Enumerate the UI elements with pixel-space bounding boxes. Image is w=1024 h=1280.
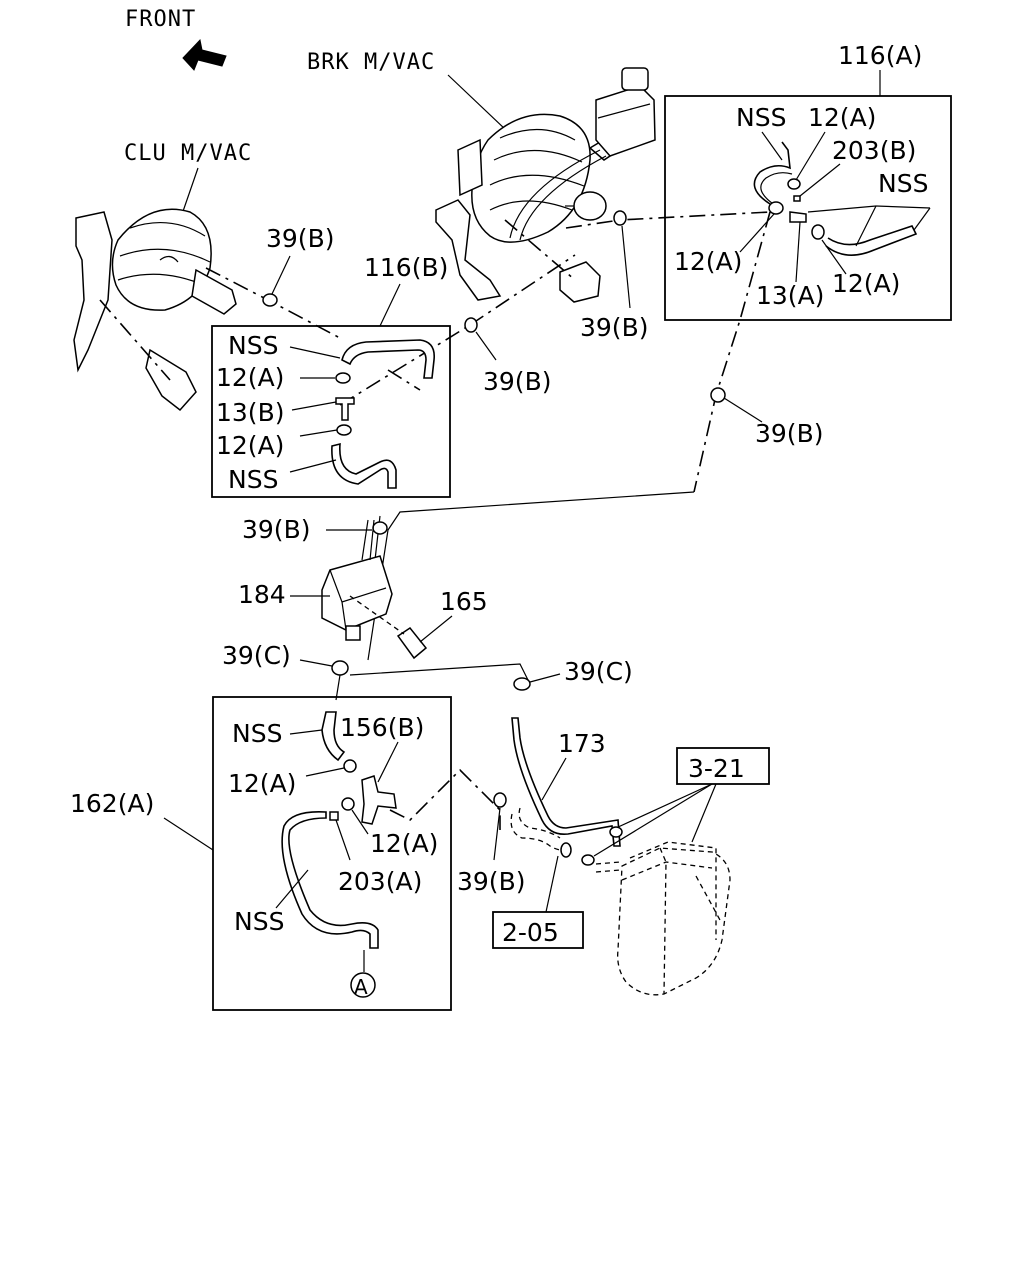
label-39b-right: 39(B) xyxy=(755,419,823,448)
label-173: 173 xyxy=(558,729,606,758)
label-203b: 203(B) xyxy=(832,136,916,165)
part-184: 184 xyxy=(238,519,393,641)
clip-39b-lower: 39(B) xyxy=(242,515,388,544)
pipe-173: 173 xyxy=(511,717,621,847)
label-nss-162a-1: NSS xyxy=(232,719,282,748)
clu-mvac-label: CLU M/VAC xyxy=(124,141,252,166)
label-203a: 203(A) xyxy=(338,867,422,896)
clip-39b-right: 39(B) xyxy=(710,387,823,448)
ref-3-21-box xyxy=(676,747,770,785)
group-116b: 116(B) NSS 12(A) 13(B) 12(A) NSS xyxy=(211,253,451,498)
label-12a-116b-2: 12(A) xyxy=(216,431,284,460)
vacuum-line-116b-to-booster xyxy=(339,324,471,406)
circle-a-icon xyxy=(350,972,376,998)
vacuum-line-brake-to-116b xyxy=(469,254,576,326)
label-156b: 156(B) xyxy=(340,713,424,742)
label-nss-116a-2: NSS xyxy=(878,169,928,198)
ref-2-05: 2-05 xyxy=(492,807,584,949)
ref-2-05-box xyxy=(492,911,584,949)
label-12a-116b-1: 12(A) xyxy=(216,363,284,392)
vacuum-pipe-39c xyxy=(349,663,529,681)
label-39b-bottom: 39(B) xyxy=(457,867,525,896)
group-116a-box xyxy=(664,95,952,321)
label-39b-brake: 39(B) xyxy=(580,313,648,342)
label-nss-162a-2: NSS xyxy=(234,907,284,936)
vacuum-line-162a-to-205 xyxy=(389,768,501,830)
label-116b: 116(B) xyxy=(364,253,448,282)
label-12a-116a-1: 12(A) xyxy=(808,103,876,132)
group-162a: 162(A) NSS 156(B) 12(A) 12(A) 203(A) NSS… xyxy=(70,696,452,1011)
vacuum-pipe-to-184 xyxy=(367,491,695,661)
label-nss-116a-1: NSS xyxy=(736,103,786,132)
front-arrow-icon xyxy=(182,38,227,71)
part-165: 165 xyxy=(349,587,488,660)
brake-master-vacuum-booster: BRK M/VAC xyxy=(307,50,656,303)
label-165: 165 xyxy=(440,587,488,616)
label-39b-center: 39(B) xyxy=(483,367,551,396)
label-13a: 13(A) xyxy=(756,281,824,310)
label-13b: 13(B) xyxy=(216,398,284,427)
front-label: FRONT xyxy=(125,7,196,32)
label-39c-right: 39(C) xyxy=(564,657,633,686)
label-39b-clutch: 39(B) xyxy=(266,224,334,253)
clutch-master-vacuum-booster: CLU M/VAC xyxy=(73,141,252,412)
clip-39c-right: 39(C) xyxy=(513,657,633,691)
label-nss-116b-1: NSS xyxy=(228,331,278,360)
label-12a-116a-2: 12(A) xyxy=(674,247,742,276)
label-184: 184 xyxy=(238,580,286,609)
label-nss-116b-2: NSS xyxy=(228,465,278,494)
label-116a: 116(A) xyxy=(838,41,922,70)
label-12a-162a-1: 12(A) xyxy=(228,769,296,798)
clip-39b-bottom: 39(B) xyxy=(457,792,525,896)
vacuum-line-116a-down xyxy=(693,211,771,493)
brk-mvac-label: BRK M/VAC xyxy=(307,50,435,75)
label-39c-left: 39(C) xyxy=(222,641,291,670)
label-12a-116a-3: 12(A) xyxy=(832,269,900,298)
clip-39c-left: 39(C) xyxy=(222,641,349,701)
label-39b-lower: 39(B) xyxy=(242,515,310,544)
clip-39b-clutch: 39(B) xyxy=(262,224,334,307)
clip-39b-center: 39(B) xyxy=(464,317,551,396)
group-116a: 116(A) NSS 12(A) 203(B) 13(A) NSS 12(A) … xyxy=(664,41,952,321)
label-162a: 162(A) xyxy=(70,789,154,818)
clip-39b-brake: 39(B) xyxy=(580,210,648,342)
group-116b-box xyxy=(211,325,451,498)
label-circle-a: A xyxy=(354,975,368,999)
group-162a-box xyxy=(212,696,452,1011)
label-ref-2-05: 2-05 xyxy=(502,918,559,947)
label-ref-3-21: 3-21 xyxy=(688,754,745,783)
label-12a-162a-2: 12(A) xyxy=(370,829,438,858)
ref-3-21: 3-21 xyxy=(581,747,770,996)
